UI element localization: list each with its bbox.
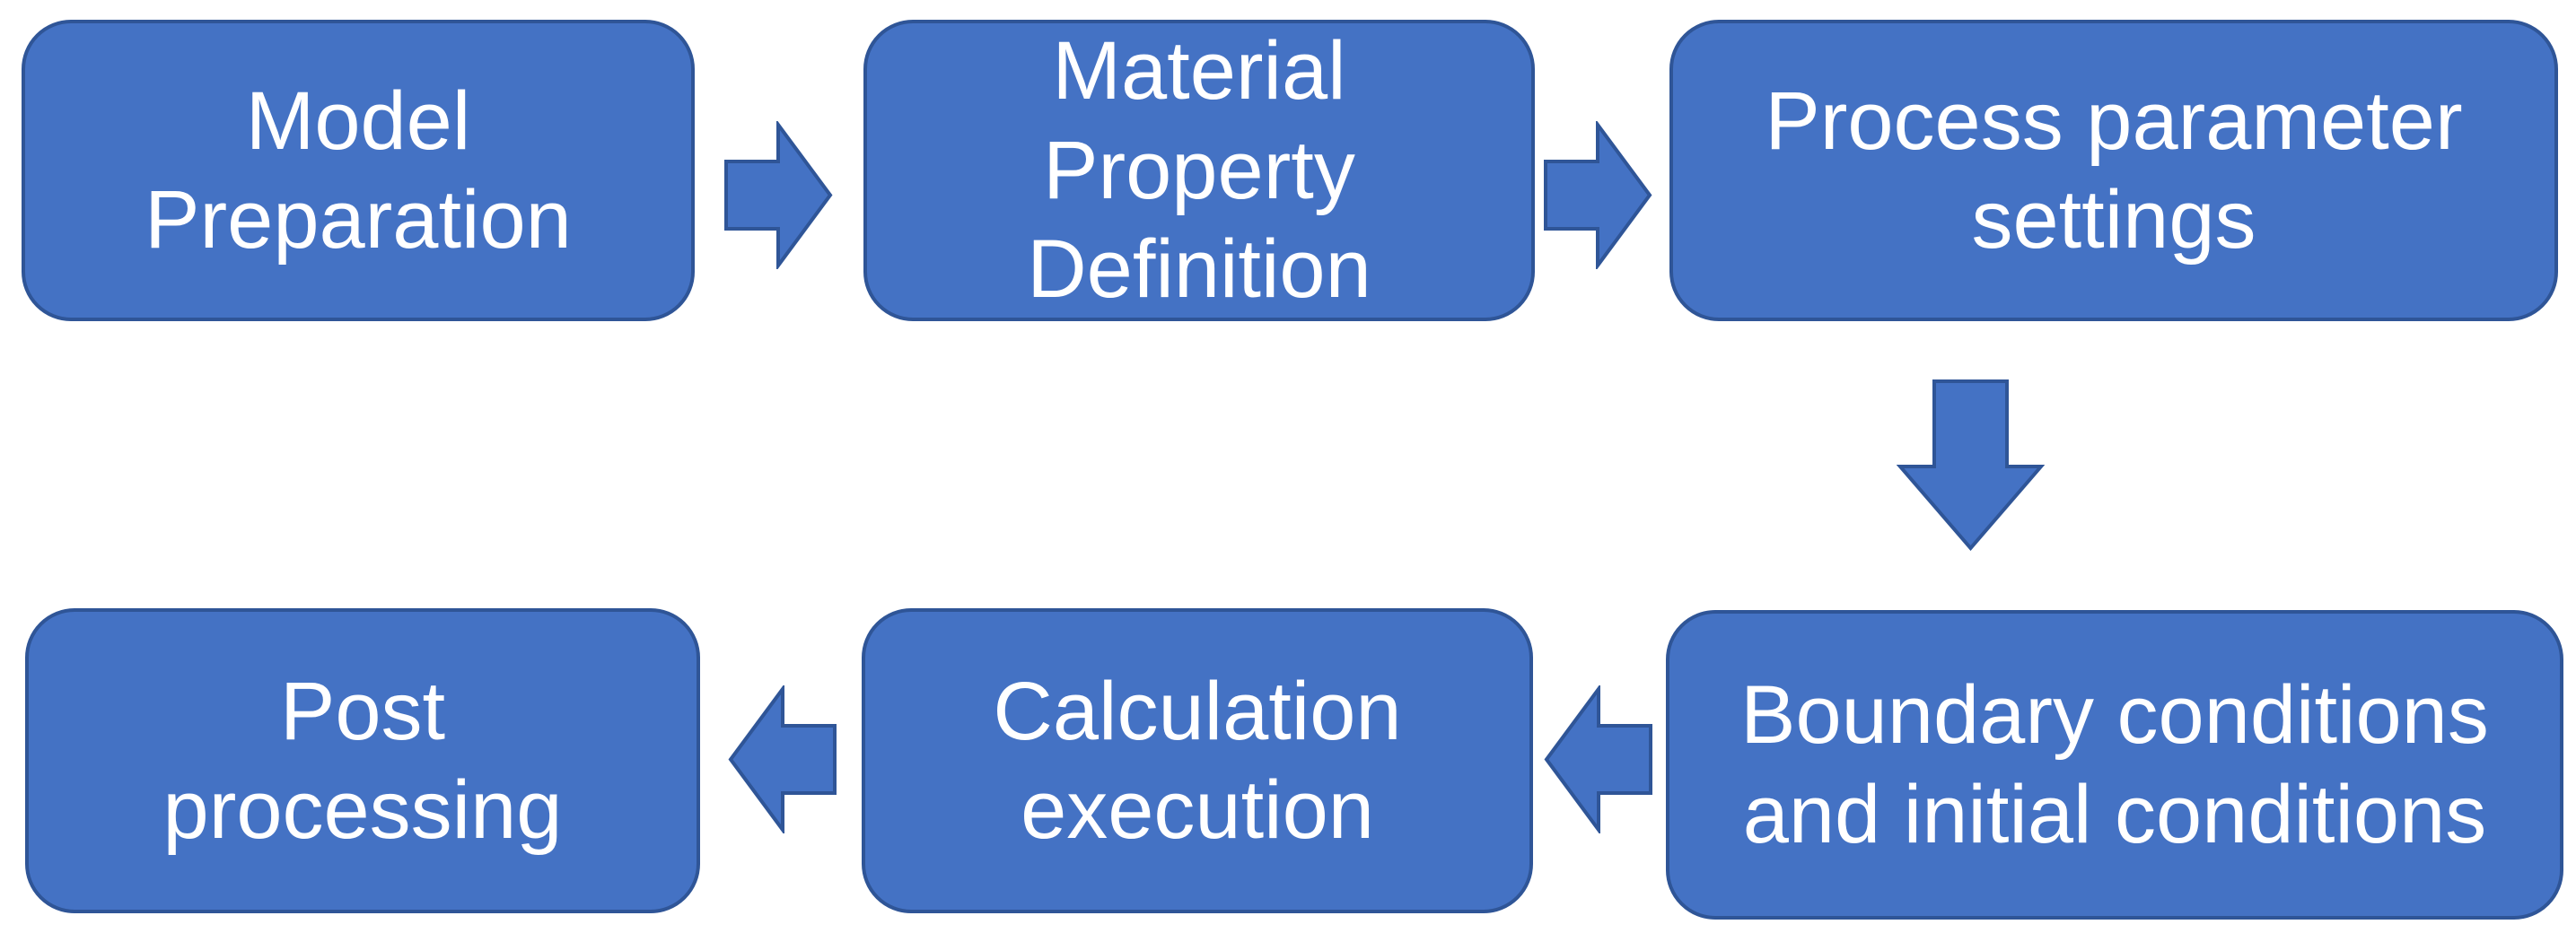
node-process-parameter-settings-label: Process parameter settings [1765,74,2463,266]
node-material-property-definition-label: Material Property Definition [1027,25,1371,316]
flow-arrow-right-2-icon [1544,121,1652,269]
flow-arrow-left-1-icon [1544,685,1652,833]
node-post-processing-label: Post processing [162,665,563,856]
node-boundary-initial-conditions: Boundary conditions and initial conditio… [1666,610,2563,920]
node-model-preparation-label: Model Preparation [145,74,572,266]
flow-arrow-left-2-icon [728,685,837,833]
flow-arrow-right-1-icon [724,121,833,269]
node-material-property-definition: Material Property Definition [863,20,1535,321]
node-model-preparation: Model Preparation [22,20,695,321]
node-process-parameter-settings: Process parameter settings [1669,20,2558,321]
node-boundary-initial-conditions-label: Boundary conditions and initial conditio… [1740,669,2489,860]
node-calculation-execution: Calculation execution [862,608,1533,913]
node-post-processing: Post processing [25,608,700,913]
flow-arrow-down-icon [1897,379,2045,551]
node-calculation-execution-label: Calculation execution [993,665,1402,856]
